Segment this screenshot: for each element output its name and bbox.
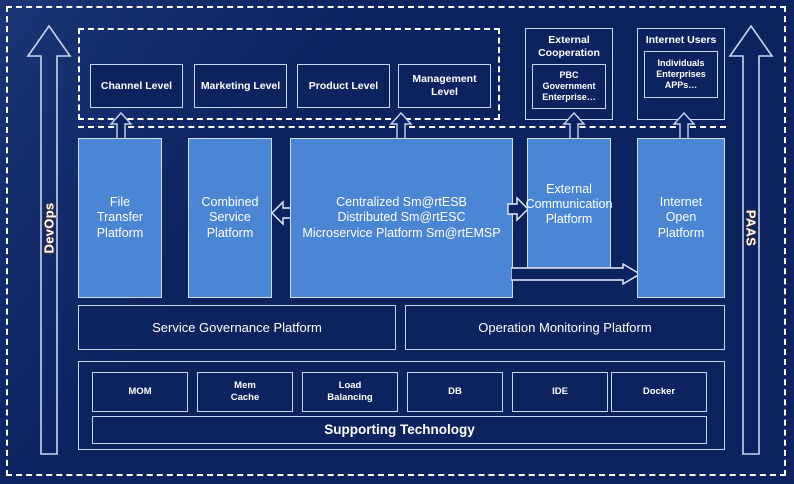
platform-line: Transfer bbox=[96, 210, 144, 225]
platform-external-communication[interactable]: External Communication Platform bbox=[526, 138, 613, 271]
level-box-management[interactable]: Management Level bbox=[398, 64, 491, 108]
tech-line: Balancing bbox=[327, 392, 373, 403]
devops-arrow bbox=[26, 22, 72, 458]
platform-line: Platform bbox=[545, 212, 593, 227]
platform-line: Platform bbox=[206, 225, 254, 240]
external-cooperation-group[interactable]: External Cooperation PBC Government Ente… bbox=[525, 28, 613, 120]
bar-label: Operation Monitoring Platform bbox=[478, 319, 652, 335]
tech-label: Docker bbox=[643, 386, 675, 398]
tech-line: IDE bbox=[552, 386, 568, 398]
external-cooperation-body: PBC Government Enterprise… bbox=[532, 63, 606, 109]
level-label: Marketing Level bbox=[200, 79, 281, 92]
arrow-esb-to-internet-open bbox=[510, 262, 642, 294]
tech-label: IDE bbox=[552, 386, 568, 398]
internet-users-group[interactable]: Internet Users Individuals Enterprises A… bbox=[637, 28, 725, 120]
consumer-levels-group bbox=[78, 28, 500, 120]
tech-line: Cache bbox=[230, 392, 260, 403]
tech-box-load-balancing[interactable]: Load Balancing bbox=[302, 372, 398, 412]
platform-line: Microservice Platform Sm@rtEMSP bbox=[302, 225, 501, 240]
platform-label: Centralized Sm@rtESB Distributed Sm@rtES… bbox=[302, 195, 500, 241]
tech-label: Load Balancing bbox=[327, 380, 372, 403]
platform-line: Communication bbox=[525, 196, 613, 211]
platform-line: Combined bbox=[201, 195, 259, 210]
platform-line: Distributed Sm@rtESC bbox=[337, 210, 466, 225]
platform-label: Combined Service Platform bbox=[202, 195, 259, 241]
level-label: Channel Level bbox=[100, 79, 173, 92]
tech-box-ide[interactable]: IDE bbox=[512, 372, 608, 412]
platform-file-transfer[interactable]: File Transfer Platform bbox=[78, 138, 162, 298]
paas-label: PAAS bbox=[743, 209, 759, 247]
internet-users-header: Internet Users bbox=[645, 34, 717, 46]
tech-box-mem-cache[interactable]: Mem Cache bbox=[197, 372, 293, 412]
level-box-marketing[interactable]: Marketing Level bbox=[194, 64, 287, 108]
bar-label: Service Governance Platform bbox=[152, 319, 322, 335]
platform-line: External bbox=[546, 181, 592, 196]
tech-box-db[interactable]: DB bbox=[407, 372, 503, 412]
level-label: Management Level bbox=[412, 73, 477, 98]
platform-internet-open[interactable]: Internet Open Platform bbox=[637, 138, 725, 298]
devops-label: DevOps bbox=[41, 202, 57, 254]
internet-users-body: Individuals Enterprises APPs… bbox=[644, 50, 718, 98]
platform-line: Platform bbox=[96, 225, 144, 240]
level-box-channel[interactable]: Channel Level bbox=[90, 64, 183, 108]
tech-box-mom[interactable]: MOM bbox=[92, 372, 188, 412]
outer-dashed-frame bbox=[6, 6, 786, 476]
platform-line: Service bbox=[209, 210, 251, 225]
supporting-technology-label: Supporting Technology bbox=[324, 421, 475, 437]
tech-label: DB bbox=[448, 386, 462, 398]
tech-line: Docker bbox=[642, 386, 676, 398]
tech-label: Mem Cache bbox=[231, 380, 260, 403]
platform-line: Centralized Sm@rtESB bbox=[336, 195, 467, 210]
platform-label: File Transfer Platform bbox=[97, 195, 144, 241]
arrow-esb-to-external-communication bbox=[507, 196, 529, 227]
external-cooperation-body-text: PBC Government Enterprise… bbox=[542, 69, 596, 102]
bar-service-governance[interactable]: Service Governance Platform bbox=[78, 305, 396, 350]
tech-line: Load bbox=[338, 380, 362, 392]
tech-label: MOM bbox=[128, 386, 151, 398]
paas-arrow bbox=[728, 22, 774, 458]
level-label: Product Level bbox=[308, 79, 379, 92]
platform-esb[interactable]: Centralized Sm@rtESB Distributed Sm@rtES… bbox=[290, 138, 513, 298]
platform-label: Internet Open Platform bbox=[658, 195, 705, 241]
external-cooperation-header: External Cooperation bbox=[538, 34, 600, 59]
tech-line: DB bbox=[448, 386, 462, 398]
tech-line: Mem bbox=[234, 380, 256, 392]
platform-line: Open bbox=[665, 210, 697, 225]
internet-users-body-text: Individuals Enterprises APPs… bbox=[656, 57, 706, 90]
platform-combined-service[interactable]: Combined Service Platform bbox=[188, 138, 272, 298]
tech-box-docker[interactable]: Docker bbox=[611, 372, 707, 412]
supporting-technology-footer[interactable]: Supporting Technology bbox=[92, 416, 707, 444]
platform-label: External Communication Platform bbox=[526, 182, 613, 228]
tech-line: MOM bbox=[128, 386, 152, 398]
platform-line: Platform bbox=[657, 225, 705, 240]
bar-operation-monitoring[interactable]: Operation Monitoring Platform bbox=[405, 305, 725, 350]
platform-line: Internet bbox=[659, 195, 703, 210]
platform-line: File bbox=[109, 195, 131, 210]
level-box-product[interactable]: Product Level bbox=[297, 64, 390, 108]
